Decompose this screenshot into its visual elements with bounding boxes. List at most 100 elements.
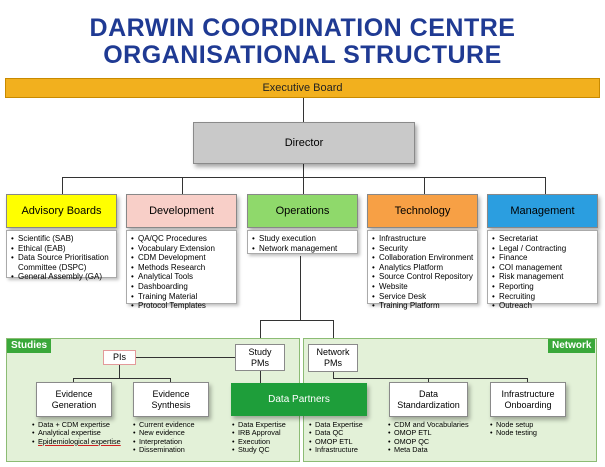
connector-evidence-synthesis xyxy=(170,378,171,382)
list-item: Collaboration Environment xyxy=(372,253,474,263)
list-item: Data Expertise xyxy=(309,420,363,430)
list-item: Training Platform xyxy=(372,301,474,311)
connector-evidence-generation xyxy=(73,378,74,382)
pis-label: PIs xyxy=(112,352,126,362)
infrastructure-onboarding-line1: Infrastructure xyxy=(501,388,555,399)
list-item: Dissemination xyxy=(133,445,195,455)
list-item: CDM and Vocabularies xyxy=(388,420,469,430)
list-item: CDM Development xyxy=(131,253,233,263)
connector-to-network-pms xyxy=(333,320,334,344)
connector-pis-study-pms xyxy=(136,357,235,358)
connector-director-down xyxy=(303,164,304,177)
data-standardization-line1: Data xyxy=(418,388,438,399)
executive-board-box: Executive Board xyxy=(5,78,600,98)
list-item: Website xyxy=(372,282,474,292)
list-item: Reporting xyxy=(492,282,594,292)
connector-operations xyxy=(303,177,304,194)
list-item: Ethical (EAB) xyxy=(11,244,113,254)
dept-advisory-boards: Advisory Boards xyxy=(6,194,117,228)
evidence-generation-list: Data + CDM expertise Analytical expertis… xyxy=(32,420,121,447)
study-pms-line2: PMs xyxy=(251,357,269,368)
dept-technology: Technology xyxy=(367,194,478,228)
list-item: Service Desk xyxy=(372,292,474,302)
list-item: OMOP ETL xyxy=(309,437,363,447)
list-item: Data Expertise xyxy=(232,420,286,430)
data-standardization-list: CDM and Vocabularies OMOP ETL OMOP QC Me… xyxy=(388,420,469,455)
connector-data-standardization xyxy=(428,378,429,382)
data-standardization-box: Data Standardization xyxy=(389,382,468,417)
list-item: Infrastructure xyxy=(309,445,363,455)
data-standardization-line2: Standardization xyxy=(397,399,460,410)
list-item: Analytics Platform xyxy=(372,263,474,273)
connector-network-bar xyxy=(333,378,528,379)
study-pms-line1: Study xyxy=(248,346,272,357)
connector-departments-bar xyxy=(62,177,546,178)
development-list: QA/QC Procedures Vocabulary Extension CD… xyxy=(126,230,237,310)
evidence-synthesis-list: Current evidence New evidence Interpreta… xyxy=(133,420,195,455)
dept-operations: Operations xyxy=(247,194,358,228)
technology-list: Infrastructure Security Collaboration En… xyxy=(367,230,478,310)
pis-box: PIs xyxy=(103,350,136,365)
dept-development: Development xyxy=(126,194,237,228)
list-item: Training Material xyxy=(131,292,233,302)
list-item: Network management xyxy=(252,244,354,254)
list-item: Outreach xyxy=(492,301,594,311)
connector-development xyxy=(182,177,183,194)
list-item: Finance xyxy=(492,253,594,263)
evidence-generation-box: Evidence Generation xyxy=(36,382,112,417)
infrastructure-onboarding-list: Node setup Node testing xyxy=(490,420,537,438)
list-item: COI management xyxy=(492,263,594,273)
list-item: Meta Data xyxy=(388,445,469,455)
connector-to-study-pms xyxy=(260,320,261,344)
connector-infrastructure-onboarding xyxy=(527,378,528,382)
connector-ops-split xyxy=(260,320,333,321)
list-item: Analytical Tools xyxy=(131,272,233,282)
list-item: Risk management xyxy=(492,272,594,282)
list-item: Source Control Repository xyxy=(372,272,474,282)
data-partners-box: Data Partners xyxy=(231,383,367,416)
list-item: Execution xyxy=(232,437,286,447)
list-item: New evidence xyxy=(133,428,195,438)
evidence-synthesis-line1: Evidence xyxy=(152,388,190,399)
studies-label: Studies xyxy=(7,339,52,353)
list-item: Study execution xyxy=(252,234,354,244)
management-list: Secretariat Legal / Contracting Finance … xyxy=(487,230,598,310)
list-item: Data QC xyxy=(309,428,363,438)
connector-advisory xyxy=(62,177,63,194)
connector-study-pms-data-partners xyxy=(260,370,261,383)
connector-operations-down xyxy=(300,256,301,320)
evidence-synthesis-box: Evidence Synthesis xyxy=(133,382,209,417)
director-box: Director xyxy=(193,122,415,164)
evidence-synthesis-line2: Synthesis xyxy=(151,399,191,410)
data-partners-study-list: Data Expertise IRB Approval Execution St… xyxy=(232,420,286,455)
list-item: Secretariat xyxy=(492,234,594,244)
list-item: Infrastructure xyxy=(372,234,474,244)
dept-management: Management xyxy=(487,194,598,228)
list-item: Protocol Templates xyxy=(131,301,233,311)
list-item: General Assembly (GA) xyxy=(11,272,113,282)
list-item: Security xyxy=(372,244,474,254)
network-pms-box: Network PMs xyxy=(308,344,358,372)
list-item: Scientific (SAB) xyxy=(11,234,113,244)
connector-pis-bar xyxy=(73,378,170,379)
list-item: Methods Research xyxy=(131,263,233,273)
connector-network-pms-down xyxy=(333,372,334,378)
list-item: Study QC xyxy=(232,445,286,455)
list-item: Current evidence xyxy=(133,420,195,430)
list-item: Data + CDM expertise xyxy=(32,420,121,430)
advisory-boards-list: Scientific (SAB) Ethical (EAB) Data Sour… xyxy=(6,230,117,282)
list-item: Node setup xyxy=(490,420,537,430)
network-pms-line2: PMs xyxy=(324,358,342,368)
list-item: QA/QC Procedures xyxy=(131,234,233,244)
evidence-generation-line1: Evidence xyxy=(55,388,93,399)
list-item: Interpretation xyxy=(133,437,195,447)
operations-list: Study execution Network management xyxy=(247,230,358,254)
connector-exec-director xyxy=(303,98,304,122)
list-item: Data Source Prioritisation Committee (DS… xyxy=(11,253,113,272)
connector-management xyxy=(545,177,546,194)
network-pms-line1: Network xyxy=(316,347,350,357)
evidence-generation-line2: Generation xyxy=(51,399,97,410)
network-label: Network xyxy=(548,339,596,353)
list-item: Vocabulary Extension xyxy=(131,244,233,254)
list-item: IRB Approval xyxy=(232,428,286,438)
